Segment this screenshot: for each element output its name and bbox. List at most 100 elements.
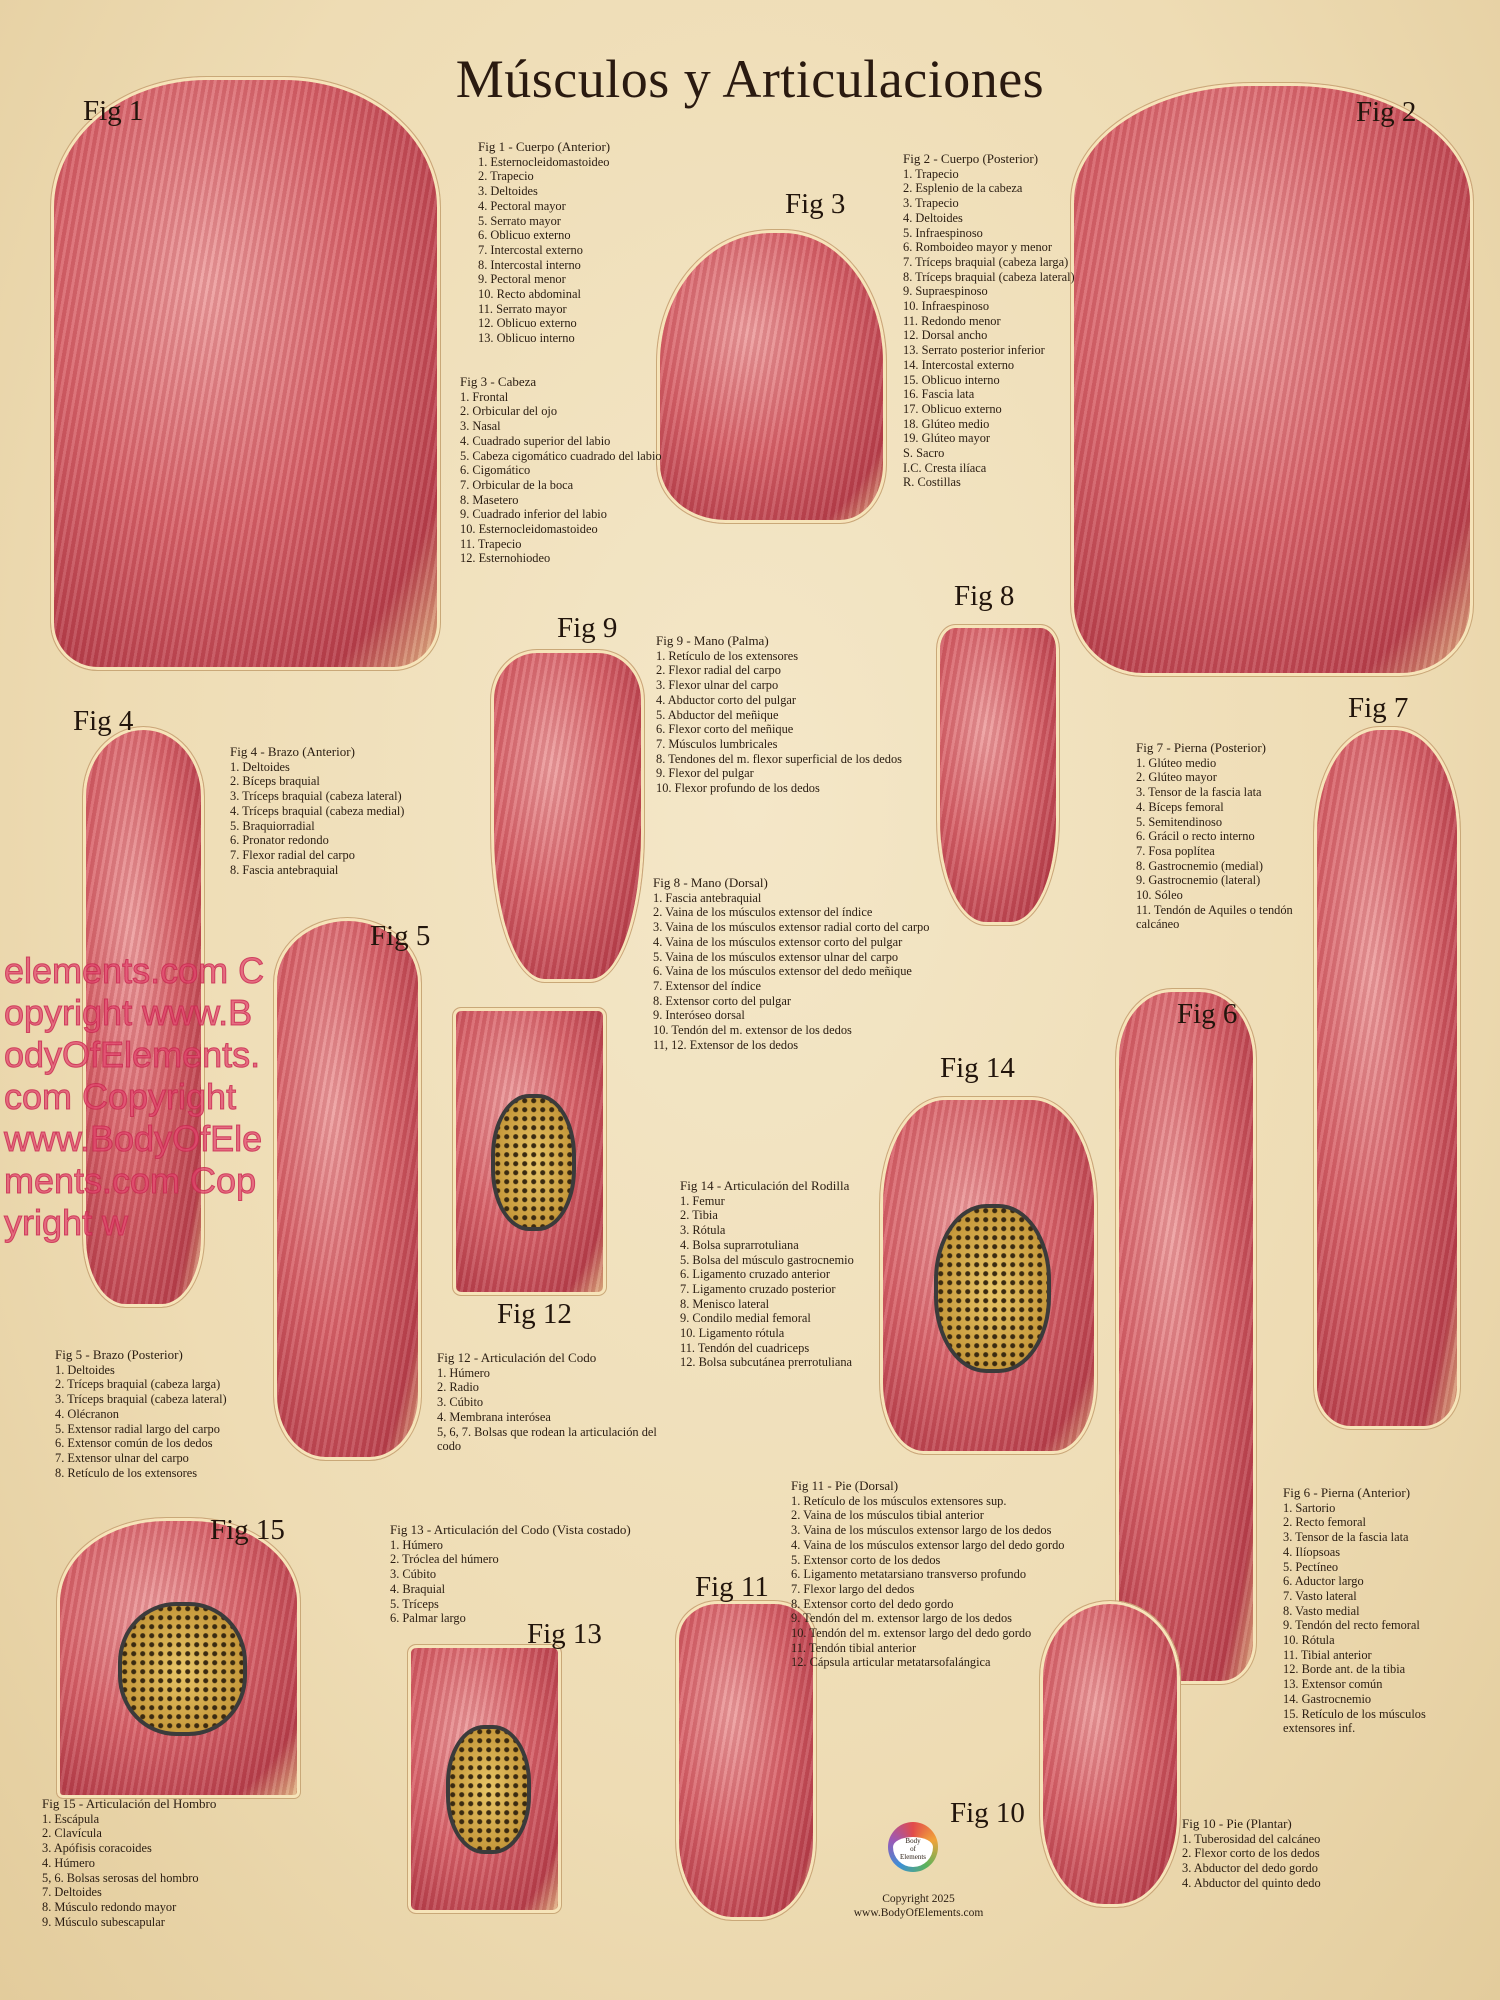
legend-item: 2. Tríceps braquial (cabeza larga) [55,1377,221,1392]
figure-label: Fig 11 [695,1571,769,1603]
legend-item: 11. Tendón de Aquiles o tendón [1136,902,1293,917]
legend-item: codo [437,1439,462,1454]
legend-item: 3. Cúbito [390,1567,437,1582]
legend-item: 2. Trapecio [478,169,534,184]
legend-title: Fig 3 - Cabeza [460,374,537,389]
legend-item: 9. Flexor del pulgar [656,766,754,781]
legend-item: 6. Grácil o recto interno [1136,829,1255,844]
legend-item: 5. Semitendinoso [1136,814,1223,829]
legend-item: 1. Húmero [437,1365,490,1380]
copyright-footer: Copyright 2025 www.BodyOfElements.com [846,1892,991,1920]
legend-item: 1. Retículo de los músculos extensores s… [791,1493,1007,1508]
figure-10-illustration [1040,1601,1180,1907]
legend-item: 12. Dorsal ancho [903,328,988,343]
legend-item: 6. Oblicuo externo [478,228,571,243]
legend-item: 12. Cápsula articular metatarsofalángica [791,1655,991,1670]
figure-7-illustration [1314,727,1460,1429]
figure-legend: Fig 13 - Articulación del Codo (Vista co… [390,1522,631,1626]
legend-item: 11. Serrato mayor [478,301,567,316]
legend-item: 9. Cuadrado inferior del labio [460,507,607,522]
legend-item: 1. Glúteo medio [1136,755,1217,770]
figure-legend: Fig 1 - Cuerpo (Anterior)1. Esternocleid… [478,139,611,346]
legend-item: 2. Vaina de los músculos tibial anterior [791,1508,984,1523]
legend-item: 1. Tuberosidad del calcáneo [1182,1831,1321,1846]
legend-item: 8. Tendones del m. flexor superficial de… [656,751,902,766]
legend-item: 6. Flexor corto del meñique [656,722,794,737]
legend-item: 1. Escápula [42,1811,100,1826]
legend-item: 12. Oblicuo externo [478,316,577,331]
legend-item: 10. Sóleo [1136,888,1183,903]
legend-item: 9. Interóseo dorsal [653,1008,745,1023]
legend-title: Fig 14 - Articulación del Rodilla [680,1178,850,1193]
legend-item: 5. Serrato mayor [478,213,561,228]
legend-item: 3. Deltoides [478,184,538,199]
legend-item: 4. Vaina de los músculos extensor corto … [653,934,903,949]
logo-text-2: of [910,1845,916,1853]
figure-label: Fig 5 [370,920,431,952]
legend-item: 4. Membrana interósea [437,1409,551,1424]
legend-item: 3. Apófisis coracoides [42,1841,152,1856]
legend-item: 6. Cigomático [460,463,531,478]
legend-item: 3. Tensor de la fascia lata [1136,785,1262,800]
legend-item: 5, 6. Bolsas serosas del hombro [42,1870,199,1885]
legend-item: 14. Intercostal externo [903,357,1015,372]
legend-item: 6. Ligamento cruzado anterior [680,1267,831,1282]
legend-item: 1. Retículo de los extensores [656,648,799,663]
legend-title: Fig 13 - Articulación del Codo (Vista co… [390,1522,631,1537]
figure-11-illustration [676,1601,816,1920]
legend-item: 7. Tríceps braquial (cabeza larga) [903,254,1069,269]
legend-item: 3. Nasal [460,419,501,434]
legend-item: 4. Abductor del quinto dedo [1182,1875,1321,1890]
legend-item: 10. Tendón del m. extensor de los dedos [653,1023,852,1038]
legend-item: 4. Pectoral mayor [478,198,566,213]
legend-item: 6. Ligamento metatarsiano transverso pro… [791,1567,1027,1582]
figure-5-illustration [274,918,421,1460]
legend-title: Fig 7 - Pierna (Posterior) [1136,740,1266,755]
legend-item: 9. Gastrocnemio (lateral) [1136,873,1261,888]
legend-item: 19. Glúteo mayor [903,431,991,446]
legend-item: 3. Trapecio [903,196,959,211]
legend-item: 4. Vaina de los músculos extensor largo … [791,1537,1065,1552]
legend-item: 7. Ligamento cruzado posterior [680,1281,836,1296]
body-of-elements-logo: Body of Elements [888,1822,938,1872]
legend-item: R. Costillas [903,475,961,490]
legend-item: 3. Rótula [680,1223,726,1238]
legend-item: 8. Extensor corto del dedo gordo [791,1596,954,1611]
legend-title: Fig 4 - Brazo (Anterior) [230,744,355,759]
legend-item: 10. Rótula [1283,1633,1335,1648]
figure-label: Fig 3 [785,188,846,220]
legend-item: 8. Menisco lateral [680,1296,770,1311]
legend-item: 1. Trapecio [903,166,959,181]
figure-legend: Fig 7 - Pierna (Posterior)1. Glúteo medi… [1136,740,1293,932]
legend-title: Fig 9 - Mano (Palma) [656,633,769,648]
legend-item: 7. Deltoides [42,1885,102,1900]
legend-title: Fig 1 - Cuerpo (Anterior) [478,139,611,154]
legend-item: 2. Radio [437,1380,479,1395]
legend-item: 7. Intercostal externo [478,242,583,257]
legend-item: 4. Ilíopsoas [1283,1544,1341,1559]
legend-item: 8. Gastrocnemio (medial) [1136,858,1263,873]
legend-item: 5. Extensor radial largo del carpo [55,1421,220,1436]
legend-item: 2. Flexor radial del carpo [656,663,781,678]
legend-item: extensores inf. [1283,1721,1356,1736]
legend-item: 11. Tendón del cuadriceps [680,1340,810,1355]
legend-item: 2. Vaina de los músculos extensor del ín… [653,905,873,920]
legend-item: 8. Músculo redondo mayor [42,1899,177,1914]
figure-15-illustration [57,1518,300,1798]
legend-item: 3. Tensor de la fascia lata [1283,1530,1409,1545]
figure-8-illustration [937,625,1059,925]
legend-item: 4. Olécranon [55,1406,119,1421]
legend-item: 1. Húmero [390,1537,443,1552]
legend-title: Fig 5 - Brazo (Posterior) [55,1347,183,1362]
legend-item: 3. Flexor ulnar del carpo [656,678,779,693]
legend-item: 3. Abductor del dedo gordo [1182,1861,1318,1876]
legend-item: 13. Serrato posterior inferior [903,343,1045,358]
bone-joint-graphic [934,1204,1051,1373]
figure-label: Fig 14 [940,1052,1015,1084]
legend-item: 9. Músculo subescapular [42,1914,165,1929]
